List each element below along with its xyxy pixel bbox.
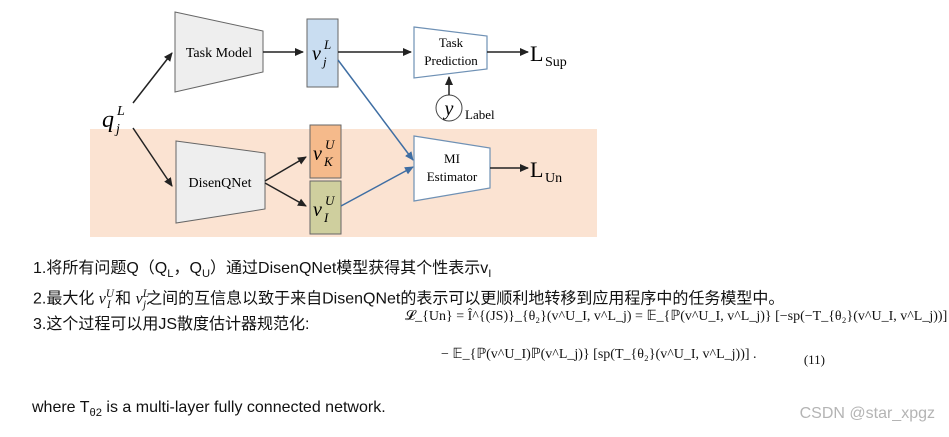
note-line-3: 3.这个过程可以用JS散度估计器规范化: — [33, 315, 943, 335]
vj-vector-sup: L — [323, 37, 331, 52]
csdn-watermark: CSDN @star_xpgz — [799, 405, 935, 422]
task-prediction-block — [413, 26, 488, 79]
note-3-text: 3.这个过程可以用JS散度估计器规范化: — [33, 315, 310, 333]
note-2-part-c: 之间的互信息以致于来自DisenQNet的表示可以更顺利地转移到应用程序中的任务… — [146, 290, 785, 308]
note-line-1: 1.将所有问题Q（QL，QU）通过DisenQNet模型获得其个性表示vI — [33, 259, 943, 284]
note-1-part-b: ，Q — [173, 260, 202, 277]
vk-vector-box — [309, 124, 342, 179]
task-model-block — [174, 11, 264, 93]
input-q-sub: j — [114, 122, 120, 137]
note-2-v2-sup: L — [142, 288, 149, 301]
note-2-v1: v — [98, 290, 106, 308]
note-2-part-a: 2.最大化 — [33, 290, 99, 308]
mi-estimator-block — [413, 135, 491, 202]
arrow-q-to-disenqnet — [132, 127, 173, 187]
model-diagram: q L j Task Model DisenQNet v L j v U K v… — [90, 11, 597, 237]
task-model-label: Task Model — [186, 46, 252, 61]
loss-un-sub: Un — [545, 171, 562, 186]
note-2-v1-sup: U — [105, 288, 114, 301]
equation-number: (11) — [803, 352, 825, 367]
vj-vector-sub: j — [321, 54, 327, 69]
note-1-sub-i: I — [488, 268, 492, 281]
vi-vector-box — [309, 180, 342, 235]
vk-vector-sub: K — [323, 154, 334, 169]
equation-row-2: − 𝔼_{ℙ(v^U_I)ℙ(v^L_j)} [sp(T_{θ₂}(v^U_I,… — [441, 347, 757, 362]
loss-un-label: L — [530, 157, 543, 182]
where-theta-sub: θ2 — [89, 407, 102, 420]
note-1-sub-u: U — [201, 268, 211, 281]
js-equation: 𝓛_{Un} = Î^{(JS)}_{θ₂}(v^U_I, v^L_j) = 𝔼… — [405, 308, 947, 384]
arrow-disenqnet-to-vk — [264, 156, 307, 182]
equation-row-1: 𝓛_{Un} = Î^{(JS)}_{θ₂}(v^U_I, v^L_j) = 𝔼… — [405, 309, 948, 324]
vj-vector-base: v — [312, 43, 321, 65]
input-q-sup: L — [116, 104, 125, 119]
vj-vector-box — [306, 18, 339, 88]
disenqnet-label: DisenQNet — [189, 176, 252, 191]
vi-vector-base: v — [313, 199, 322, 221]
note-2-part-b: 和 — [110, 290, 136, 308]
disenqnet-block — [175, 140, 266, 224]
unsupervised-region — [90, 129, 597, 237]
input-q-label: q — [102, 107, 114, 133]
note-1-part-a: 1.将所有问题Q（Q — [33, 260, 168, 277]
arrow-q-to-task-model — [132, 52, 173, 104]
vk-vector-base: v — [313, 143, 322, 165]
loss-sup-label: L — [530, 41, 543, 66]
loss-sup-sub: Sup — [545, 55, 567, 70]
mi-estimator-label-1: MI — [444, 151, 460, 166]
task-prediction-label-2: Prediction — [424, 53, 478, 68]
label-y-symbol: y — [443, 98, 454, 120]
arrow-vi-to-mi-estimator — [340, 166, 414, 207]
task-prediction-label-1: Task — [439, 35, 464, 50]
label-y-caption: Label — [465, 107, 495, 122]
where-part-a: where T — [32, 399, 90, 416]
note-line-2: 2.最大化 vUI 和 vLj之间的互信息以致于来自DisenQNet的表示可以… — [33, 284, 943, 315]
where-sentence: where Tθ2 is a multi-layer fully connect… — [32, 399, 386, 419]
note-2-v1-sub: I — [107, 298, 111, 311]
vk-vector-sup: U — [325, 137, 336, 152]
arrow-vj-to-mi-estimator — [337, 59, 414, 161]
where-part-b: is a multi-layer fully connected network… — [101, 399, 386, 416]
note-1-part-c: ）通过DisenQNet模型获得其个性表示v — [210, 260, 489, 277]
vi-vector-sup: U — [325, 193, 336, 208]
note-2-v2-sub: j — [142, 298, 147, 311]
notes-block: 1.将所有问题Q（QL，QU）通过DisenQNet模型获得其个性表示vI 2.… — [33, 259, 943, 335]
vi-vector-sub: I — [323, 210, 329, 225]
arrow-disenqnet-to-vi — [264, 182, 307, 207]
note-2-v2: v — [135, 290, 143, 308]
note-1-sub-l: L — [167, 268, 174, 281]
mi-estimator-label-2: Estimator — [427, 169, 478, 184]
